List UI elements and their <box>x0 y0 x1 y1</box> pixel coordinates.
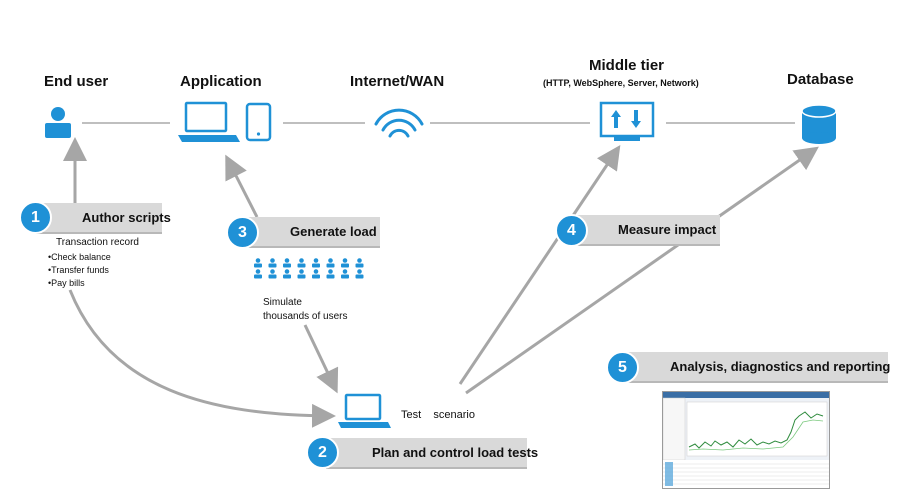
person-icon <box>297 269 306 279</box>
transaction-item: Transfer funds <box>48 264 111 277</box>
arrow-scenario-to-middle-tier <box>458 145 621 385</box>
tier-label-internet: Internet/WAN <box>350 73 445 90</box>
person-icon <box>326 269 335 279</box>
transaction-item: Pay bills <box>48 277 111 290</box>
person-icon <box>268 258 277 268</box>
thumbnail-graphic <box>663 392 829 488</box>
tier-sublabel-middle-tier: (HTTP, WebSphere, Server, Network) <box>543 78 699 88</box>
step-4-badge: 4 <box>555 214 588 247</box>
person-icon <box>312 258 320 268</box>
step-2-bar: Plan and control load tests <box>326 438 538 469</box>
simulate-text: Simulate thousands of users <box>263 297 348 322</box>
step-2-label: Plan and control load tests <box>372 445 539 460</box>
step-4-bar: Measure impact <box>572 215 720 246</box>
crowd-figures <box>254 258 364 279</box>
arrow-to-application <box>225 154 259 218</box>
transaction-title: Transaction record <box>56 237 139 248</box>
screenshot-thumbnail <box>662 391 830 489</box>
person-icon <box>254 269 262 279</box>
tier-label-database: Database <box>787 71 854 88</box>
users-crowd-icon <box>253 258 373 280</box>
step-5-bar: Analysis, diagnostics and reporting <box>624 352 891 383</box>
arrow-scripts-to-scenario <box>68 289 336 428</box>
step-2-badge: 2 <box>306 436 339 469</box>
person-icon <box>268 269 277 279</box>
person-icon <box>254 258 262 268</box>
person-icon <box>283 269 291 279</box>
person-icon <box>297 258 306 268</box>
flow-arrows <box>63 137 819 428</box>
step-3-badge: 3 <box>226 216 259 249</box>
step-4-label: Measure impact <box>618 222 717 237</box>
person-icon <box>355 258 364 268</box>
person-icon <box>312 269 320 279</box>
transaction-list: Check balance Transfer funds Pay bills <box>48 251 111 290</box>
transaction-item: Check balance <box>48 251 111 264</box>
tier-label-end-user: End user <box>44 73 109 90</box>
arrow-scenario-to-database <box>465 146 819 395</box>
test-scenario-label: Test scenario <box>401 409 475 421</box>
person-icon <box>355 269 364 279</box>
arrow-load-to-scenario <box>303 324 339 394</box>
step-1-label: Author scripts <box>82 210 171 225</box>
person-icon <box>341 258 349 268</box>
step-5-label: Analysis, diagnostics and reporting <box>670 359 891 374</box>
person-icon <box>283 258 291 268</box>
step-3-label: Generate load <box>290 224 377 239</box>
step-1-badge: 1 <box>19 201 52 234</box>
tier-label-application: Application <box>180 73 262 90</box>
step-1-bar: Author scripts <box>36 203 171 234</box>
step-5-badge: 5 <box>606 351 639 384</box>
step-3-bar: Generate load <box>244 217 380 248</box>
person-icon <box>341 269 349 279</box>
person-icon <box>326 258 335 268</box>
tier-label-middle-tier: Middle tier <box>589 57 665 74</box>
